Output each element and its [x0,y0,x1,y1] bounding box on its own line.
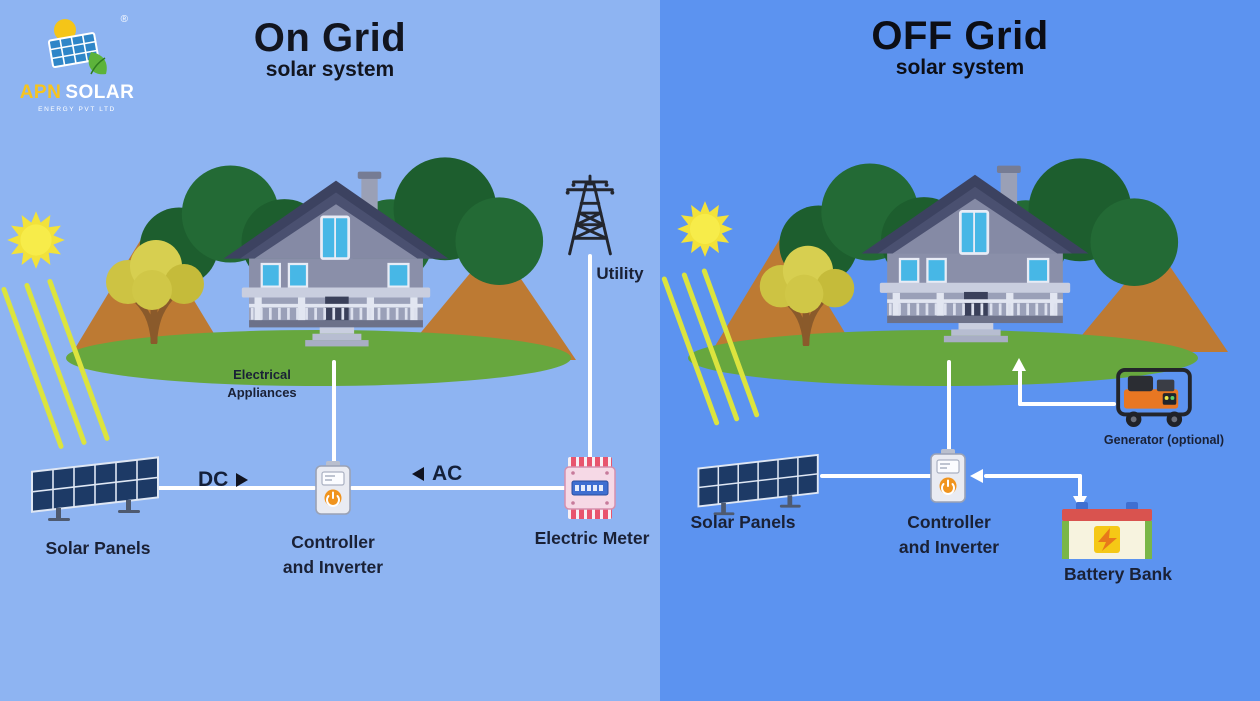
sun-icon [677,201,733,257]
brand-name-secondary: SOLAR [65,82,135,103]
arrow-up-to-house-icon [1012,358,1026,371]
off-grid-panel: OFF Grid solar system [660,0,1260,701]
utility-tower-icon [565,174,615,256]
solar-panel-icon [697,453,819,516]
generator-line [1018,402,1116,406]
house-illustration [861,165,1089,343]
solar-panels-label: Solar Panels [45,538,151,558]
generator-label: Generator (optional) [1103,433,1225,447]
electric-meter-icon [564,457,616,519]
battery-drop-line [1078,474,1082,498]
mountain-right [1068,245,1228,353]
registered-trademark: ® [120,14,128,25]
off-grid-subtitle: solar system [895,56,1025,79]
dc-arrow-icon [236,473,249,487]
controller-inverter-icon [930,449,966,503]
sun-icon [7,211,65,269]
house-to-controller-line [332,360,336,464]
brand-tagline: ENERGY PVT LTD [38,106,116,113]
brand-name-primary: APN [19,82,62,103]
meter-to-utility-line [588,254,592,460]
battery-bank-label: Battery Bank [1064,564,1172,584]
utility-label: Utility [596,264,644,283]
electric-meter-label: Electric Meter [534,528,650,548]
brand-logo-icon [47,19,107,75]
ac-flow-label: AC [412,462,462,486]
controller-to-meter-line [350,486,566,490]
controller-to-battery-line [984,474,1082,478]
brand-logo-icon-row: ® [16,14,138,80]
on-grid-title-block: On Grid solar system [130,16,530,82]
panel-to-controller-line [820,474,932,478]
house-illustration [223,171,449,347]
off-grid-title-block: OFF Grid solar system [760,14,1160,80]
battery-bank-icon [1062,502,1152,559]
arrow-into-controller-icon [970,469,983,483]
generator-icon [1116,367,1192,428]
on-grid-title: On Grid [253,16,407,60]
generator-riser-line [1018,370,1022,406]
dc-flow-label: DC [198,468,249,492]
panel-to-controller-line [154,486,316,490]
solar-panels-label: Solar Panels [690,512,796,532]
mountain-right [398,242,576,360]
ac-arrow-icon [412,467,424,481]
yellow-tree [759,245,855,346]
solar-panel-icon [31,456,159,521]
off-grid-title: OFF Grid [871,14,1049,58]
electrical-appliances-label: Electrical Appliances [227,367,297,401]
ground-ellipse [688,330,1198,386]
ac-label: AC [432,462,463,485]
controller-inverter-icon [315,461,351,515]
on-grid-subtitle: solar system [265,58,395,81]
yellow-tree [106,240,204,344]
controller-inverter-label: Controller and Inverter [282,532,384,577]
house-to-controller-line [947,360,951,454]
controller-inverter-label: Controller and Inverter [898,512,1000,557]
dc-label: DC [198,468,229,491]
